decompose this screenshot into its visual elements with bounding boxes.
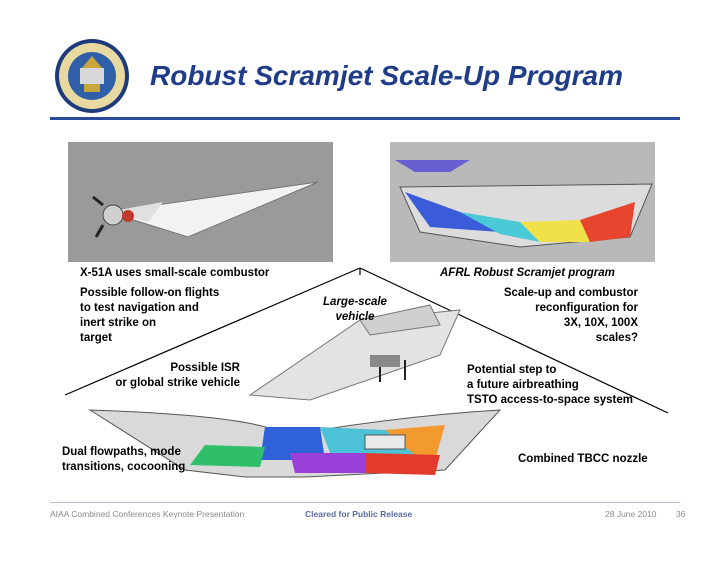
footer-rule [50,502,680,503]
page-title: Robust Scramjet Scale-Up Program [150,60,624,91]
right-heading: AFRL Robust Scramjet program [440,267,615,279]
right-body: Scale-up and combustor reconfiguration f… [503,287,638,344]
footer-date: 28 June 2010 [605,509,657,519]
left-body: Possible follow-on flights to test navig… [80,287,220,344]
left-heading: X-51A uses small-scale combustor [80,267,270,279]
air-force-seal-icon [55,39,129,113]
tbcc-nozzle-image [88,409,502,478]
title-rule [50,117,680,120]
robust-scramjet-image [390,142,655,262]
step-text: Potential step to a future airbreathing … [467,364,633,406]
footer-left: AIAA Combined Conferences Keynote Presen… [50,509,245,519]
large-scale-vehicle-image [248,304,461,401]
dual-flowpaths-text: Dual flowpaths, mode transitions, cocoon… [62,446,186,473]
isr-text: Possible ISR or global strike vehicle [115,362,240,389]
footer-page-number: 36 [676,509,686,519]
x51a-image [68,142,333,262]
footer-center: Cleared for Public Release [305,509,413,519]
center-label: Large-scale vehicle [323,296,387,323]
tbcc-text: Combined TBCC nozzle [518,453,648,465]
